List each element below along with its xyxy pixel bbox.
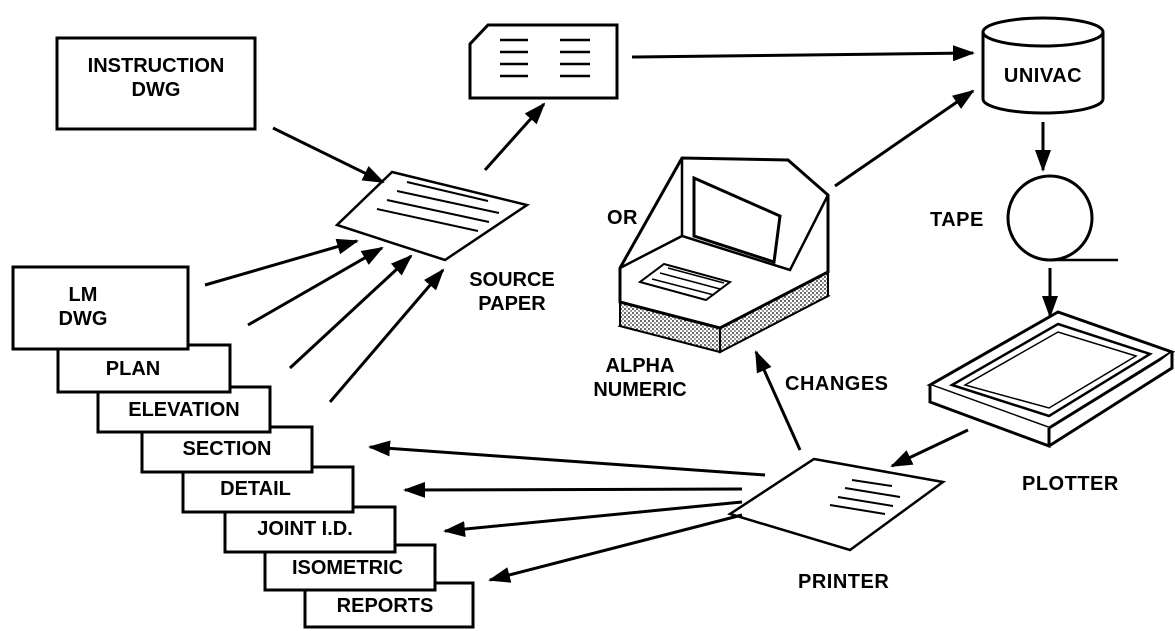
plotter-label: PLOTTER (1022, 473, 1119, 495)
flow-arrows (204, 45, 1058, 583)
card-joint-id (223, 505, 397, 554)
arrow-card-to-univac (631, 45, 975, 62)
section-label: SECTION (182, 438, 272, 460)
source-line: SOURCE (469, 269, 555, 291)
elevation-label: ELEVATION (128, 399, 240, 421)
detail-label: DETAIL (220, 478, 291, 500)
source-paper-label: SOURCE PAPER (452, 268, 572, 316)
instruction-dwg-box (55, 36, 257, 131)
numeric-line: NUMERIC (593, 379, 687, 401)
arrow-printer-to-isometric (488, 513, 743, 583)
card-detail (181, 465, 355, 514)
arrow-elevation-to-source (288, 254, 413, 370)
plotter (926, 310, 1175, 449)
arrow-lm-to-source (204, 238, 359, 287)
joint-id-label: JOINT I.D. (257, 518, 353, 540)
isometric-label: ISOMETRIC (291, 557, 404, 579)
arrow-source-to-card (483, 102, 546, 171)
printer-sheet (727, 457, 947, 552)
dwg-line: DWG (131, 79, 181, 101)
plan-label: PLAN (105, 358, 161, 380)
lm-dwg-label: LM DWG (13, 283, 153, 331)
arrow-instruction-to-source (272, 126, 385, 184)
lm-dwg-line: DWG (58, 308, 108, 330)
arrow-plotter-to-printer (890, 428, 969, 468)
card-lm-dwg (11, 265, 190, 351)
card-plan (56, 343, 232, 394)
arrow-printer-to-detail (403, 481, 743, 498)
paper-line: PAPER (478, 293, 546, 315)
source-paper-sheet (334, 170, 531, 262)
arrow-printer-to-terminal (754, 350, 802, 451)
tape-reel (1006, 174, 1118, 262)
punch-card (468, 23, 619, 100)
lm-line: LM (68, 284, 98, 306)
instruction-dwg-label: INSTRUCTION DWG (57, 54, 255, 102)
changes-label: CHANGES (785, 373, 889, 395)
arrow-terminal-to-univac (834, 89, 975, 188)
or-label: OR (607, 207, 638, 229)
alpha-line: ALPHA (605, 355, 675, 377)
univac-cylinder (981, 16, 1105, 115)
drawing-stack (11, 265, 475, 629)
card-section (140, 425, 314, 474)
arrow-plan-to-source (247, 246, 384, 327)
arrow-printer-to-joint (443, 500, 743, 538)
arrow-printer-to-section (368, 440, 766, 477)
alphanumeric-terminal (617, 156, 831, 354)
printer-label: PRINTER (798, 571, 890, 593)
reports-label: REPORTS (336, 595, 434, 617)
instruction-line: INSTRUCTION (87, 55, 225, 77)
univac-label: UNIVAC (1003, 65, 1083, 87)
arrow-section-to-source (328, 268, 445, 403)
tape-label: TAPE (930, 209, 984, 231)
alpha-numeric-label: ALPHA NUMERIC (580, 354, 700, 402)
